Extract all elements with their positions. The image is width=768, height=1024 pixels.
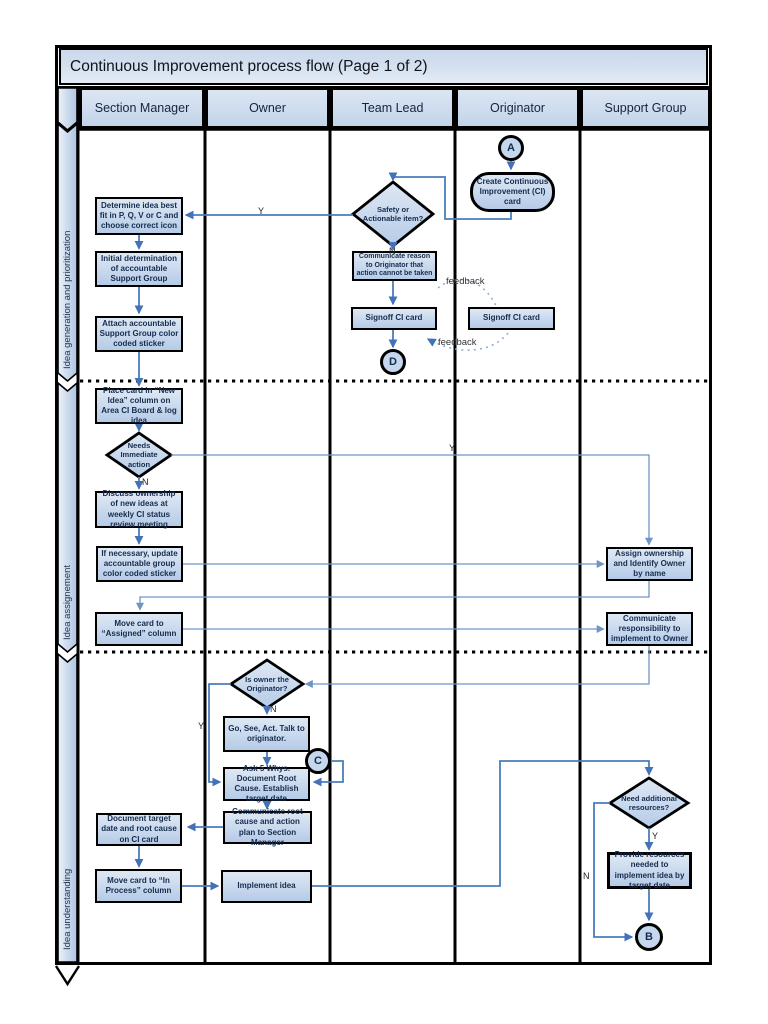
process-attach-sticker: Attach accountable Support Group color c… bbox=[95, 316, 183, 352]
lane-label-idea-generation: Idea generation and prioritization bbox=[62, 230, 73, 369]
branch-label-yes-resources: Y bbox=[652, 831, 659, 841]
page-title: Continuous Improvement process flow (Pag… bbox=[59, 48, 708, 85]
feedback-arcs bbox=[426, 278, 509, 351]
lane-label-idea-assignement: Idea assignement bbox=[62, 565, 73, 640]
process-update-sticker: If necessary, update accountable group c… bbox=[96, 546, 183, 582]
process-signoff-ci-card-team-lead: Signoff CI card bbox=[351, 307, 437, 330]
process-move-card-assigned: Move card to “Assigned” column bbox=[95, 612, 183, 646]
lane-strip-end-arrow bbox=[54, 965, 81, 987]
branch-label-no-safety: N bbox=[389, 246, 396, 256]
process-implement-idea: Implement idea bbox=[221, 870, 312, 903]
process-document-target-date: Document target date and root cause on C… bbox=[96, 813, 182, 846]
column-header-owner: Owner bbox=[206, 88, 329, 128]
connector-c: C bbox=[305, 748, 331, 774]
process-move-card-in-process: Move card to “In Process” column bbox=[95, 869, 182, 903]
process-initial-determination: Initial determination of accountable Sup… bbox=[95, 251, 183, 287]
column-header-team-lead: Team Lead bbox=[331, 88, 454, 128]
branch-label-yes-owner: Y bbox=[198, 721, 205, 731]
process-go-see-act: Go, See, Act. Talk to originator. bbox=[223, 716, 310, 752]
column-header-section-manager: Section Manager bbox=[80, 88, 204, 128]
decision-needs-immediate-action: Needs Immediate action bbox=[120, 440, 158, 469]
process-signoff-ci-card-originator: Signoff CI card bbox=[468, 307, 555, 330]
process-communicate-root-cause: Communicate root cause and action plan t… bbox=[223, 807, 312, 847]
lane-separators bbox=[80, 379, 710, 654]
branch-label-no-resources: N bbox=[583, 871, 590, 881]
column-borders bbox=[76, 128, 710, 962]
decision-diamonds bbox=[104, 180, 691, 830]
process-communicate-responsibility: Communicate responsibility to implement … bbox=[606, 612, 693, 646]
connector-b: B bbox=[635, 923, 663, 951]
diagram-frame bbox=[55, 45, 712, 965]
process-create-ci-card: Create Continuous Improvement (CI) card bbox=[470, 172, 555, 212]
branch-label-no-needs: N bbox=[142, 477, 149, 487]
process-provide-resources: Provide resources needed to implement id… bbox=[607, 850, 692, 890]
feedback-label-upper: feedback bbox=[446, 276, 485, 287]
feedback-label-lower: feedback bbox=[438, 337, 477, 348]
decision-is-owner-originator: Is owner the Originator? bbox=[245, 674, 289, 693]
connector-d: D bbox=[380, 349, 406, 375]
branch-label-yes-needs: Y bbox=[449, 443, 456, 453]
decision-safety-actionable: Safety or Actionable item? bbox=[362, 204, 424, 223]
column-header-support-group: Support Group bbox=[581, 88, 710, 128]
process-assign-ownership: Assign ownership and Identify Owner by n… bbox=[606, 547, 693, 581]
decision-need-additional-resources: Need additional resources? bbox=[621, 793, 677, 812]
process-determine-idea-fit: Determine idea best fit in P, Q, V or C … bbox=[95, 197, 183, 235]
process-communicate-reason: Communicate reason to Originator that ac… bbox=[352, 251, 437, 281]
process-place-card-new-idea: Place card in “New Idea” column on Area … bbox=[95, 386, 183, 425]
column-header-originator: Originator bbox=[456, 88, 579, 128]
flow-arrows bbox=[134, 161, 654, 942]
cross-lane-arrows bbox=[136, 454, 653, 688]
process-discuss-ownership: Discuss ownership of new ideas at weekly… bbox=[95, 489, 183, 529]
process-ask-5-whys: Ask 5 Whys. Document Root Cause. Establi… bbox=[223, 764, 310, 803]
branch-label-yes-safety: Y bbox=[258, 206, 265, 216]
branch-label-no-owner: N bbox=[270, 704, 277, 714]
lane-label-idea-understanding: Idea understanding bbox=[62, 868, 73, 950]
connector-a: A bbox=[498, 135, 524, 161]
